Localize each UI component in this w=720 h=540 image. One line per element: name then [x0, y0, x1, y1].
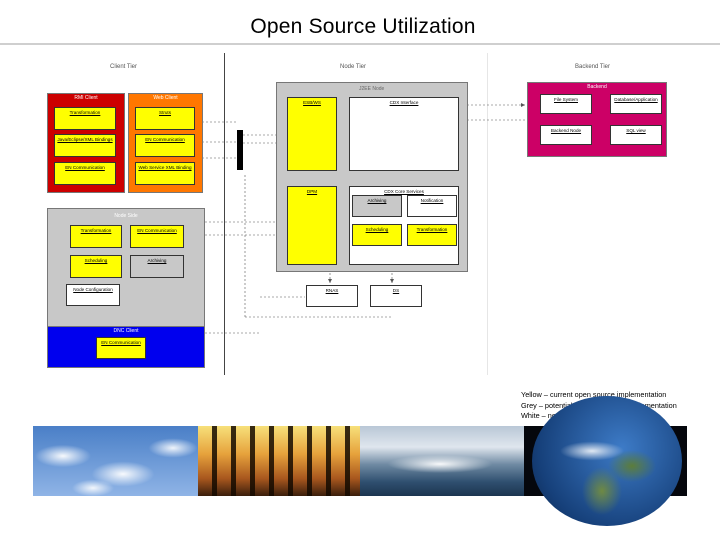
rnas-box: RNAS: [306, 285, 358, 307]
node-archiving-box: Archiving: [130, 255, 184, 278]
clouds-photo: [33, 426, 198, 496]
sql-view-box: SQL view: [610, 125, 662, 145]
node-transformation-box: Transformation: [70, 225, 122, 248]
dnc-client-title: DNC Client: [113, 328, 139, 334]
core-scheduling-box: Scheduling: [352, 224, 402, 246]
node-side-title: Node Side: [114, 213, 138, 219]
node-backend-separator: [487, 53, 488, 375]
web-client-title: Web Client: [153, 95, 178, 101]
globe-shape: [532, 396, 682, 526]
architecture-diagram: Client Tier Node Tier Backend Tier: [0, 45, 720, 385]
earth-globe-photo: [524, 396, 687, 526]
ds-box: DS: [370, 285, 422, 307]
node-tier-label: Node Tier: [340, 64, 367, 70]
j2ee-node-title: J2EE Node: [359, 86, 385, 92]
legend-yellow: Yellow – current open source implementat…: [521, 390, 667, 399]
web-client-panel: Web Client Struts EN Communication Web S…: [128, 93, 203, 193]
rmi-client-title: RMI Client: [74, 95, 98, 101]
dnc-en-communication-box: EN Communication: [96, 337, 146, 359]
web-xml-binding-box: Web Service XML Binding: [135, 162, 195, 185]
gateway-connector: [237, 130, 243, 170]
backend-panel: Backend File System Database/Application…: [527, 82, 667, 157]
rmi-transformation-box: Transformation: [54, 107, 116, 130]
client-tier-label: Client Tier: [110, 64, 138, 70]
dnc-client-panel: DNC Client EN Communication: [47, 326, 205, 368]
core-archiving-box: Archiving: [352, 195, 402, 217]
cdx-interface-box: CDX Interface: [349, 97, 459, 171]
client-node-separator: [224, 53, 225, 375]
backend-tier-label: Backend Tier: [575, 64, 611, 70]
web-en-communication-box: EN Communication: [135, 134, 195, 157]
esb-ws-box: ESB/WS: [287, 97, 337, 171]
backend-title: Backend: [587, 84, 607, 90]
backend-node-box: Backend Node: [540, 125, 592, 145]
forest-sunset-photo: [198, 426, 360, 496]
rmi-client-panel: RMI Client Transformation Java/Eclipse/X…: [47, 93, 125, 193]
web-struts-box: Struts: [135, 107, 195, 130]
node-en-communication-box: EN Communication: [130, 225, 184, 248]
file-system-box: File System: [540, 94, 592, 114]
title-divider: [0, 43, 720, 45]
core-transformation-box: Transformation: [407, 224, 457, 246]
rmi-bindings-box: Java/Eclipse/XML Bindings: [54, 134, 116, 157]
dpm-box: DPM: [287, 186, 337, 265]
j2ee-node-panel: J2EE Node ESB/WS CDX Interface DPM CDX C…: [276, 82, 468, 272]
node-scheduling-box: Scheduling: [70, 255, 122, 278]
ocean-wave-photo: [360, 426, 524, 496]
slide-title: Open Source Utilization: [250, 15, 476, 38]
rmi-en-communication-box: EN Communication: [54, 162, 116, 185]
node-configuration-box: Node Configuration: [66, 284, 120, 306]
database-application-box: Database/Application: [610, 94, 662, 114]
core-notification-box: Notification: [407, 195, 457, 217]
